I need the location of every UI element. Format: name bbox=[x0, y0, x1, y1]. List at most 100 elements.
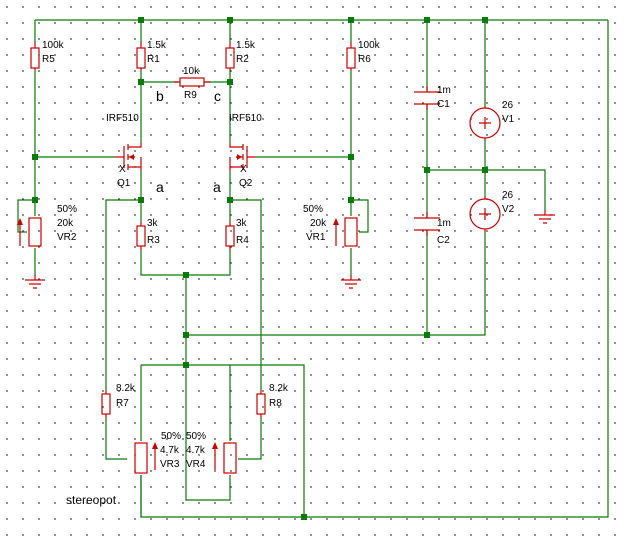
node-label-b: b bbox=[156, 88, 164, 104]
node bbox=[183, 272, 189, 278]
r6-name: R6 bbox=[358, 54, 371, 65]
resistor-r8 bbox=[256, 393, 266, 415]
v1-value: 26 bbox=[502, 100, 514, 111]
r4-value: 3k bbox=[236, 218, 248, 229]
r8-value: 8.2k bbox=[269, 383, 289, 394]
r3-value: 3k bbox=[147, 218, 159, 229]
r9-value: 10k bbox=[183, 66, 200, 77]
resistor-r5 bbox=[30, 47, 40, 69]
node bbox=[424, 332, 430, 338]
vr3-percent: 50% bbox=[161, 431, 181, 442]
node bbox=[138, 197, 144, 203]
potentiometer-vr4 bbox=[223, 442, 237, 474]
wire-q1-source bbox=[140, 171, 231, 276]
node bbox=[348, 17, 354, 23]
r4-name: R4 bbox=[236, 235, 249, 246]
vr2-arrow-icon bbox=[17, 218, 23, 225]
c2-value: 1m bbox=[437, 218, 451, 229]
c1-name: C1 bbox=[437, 99, 450, 110]
r2-name: R2 bbox=[236, 54, 249, 65]
capacitor-c1 bbox=[414, 86, 440, 110]
vr2-percent: 50% bbox=[57, 204, 77, 215]
ground-icon bbox=[341, 275, 361, 289]
wire-caps-column bbox=[426, 20, 546, 335]
r1-value: 1.5k bbox=[147, 40, 167, 51]
v2-value: 26 bbox=[502, 190, 514, 201]
c1-value: 1m bbox=[437, 85, 451, 96]
resistor-r7 bbox=[101, 393, 111, 415]
q2-name: Q2 bbox=[239, 178, 253, 189]
q1-name: Q1 bbox=[117, 178, 131, 189]
vr1-arrow-icon bbox=[333, 218, 339, 225]
v1-name: V1 bbox=[502, 114, 515, 125]
v2-plus-icon bbox=[479, 196, 491, 232]
node bbox=[183, 362, 189, 368]
node bbox=[138, 79, 144, 85]
capacitors bbox=[414, 86, 440, 236]
mosfet-q2 bbox=[229, 143, 256, 171]
c2-name: C2 bbox=[437, 235, 450, 246]
r2-value: 1.5k bbox=[236, 40, 256, 51]
potentiometer-vr3 bbox=[134, 442, 148, 474]
vr3-value: 4.7k bbox=[160, 445, 180, 456]
wires bbox=[17, 19, 609, 518]
node-label-c: c bbox=[214, 88, 221, 104]
r7-name: R7 bbox=[116, 398, 129, 409]
node bbox=[424, 17, 430, 23]
vr4-value: 4.7k bbox=[186, 445, 206, 456]
voltage-sources bbox=[469, 106, 501, 232]
r3-name: R3 bbox=[147, 235, 160, 246]
component-labels: 100k R5 1.5k R1 1.5k R2 100k R6 10k R9 b… bbox=[42, 40, 515, 507]
resistor-r4 bbox=[225, 225, 235, 247]
vr2-name: VR2 bbox=[57, 232, 77, 243]
q1-arrow-icon bbox=[129, 154, 134, 160]
q1-gate bbox=[115, 146, 125, 168]
resistor-leads bbox=[34, 42, 352, 418]
node bbox=[32, 154, 38, 160]
r5-name: R5 bbox=[42, 54, 55, 65]
mosfet-q1 bbox=[115, 143, 142, 171]
resistor-r3 bbox=[136, 225, 146, 247]
vr4-arrow-icon bbox=[212, 442, 218, 449]
r8-name: R8 bbox=[269, 398, 282, 409]
node bbox=[348, 154, 354, 160]
vr3-arrow-icon bbox=[152, 442, 158, 449]
resistor-r1 bbox=[136, 47, 146, 69]
resistors bbox=[30, 42, 356, 418]
q2-arrow-icon bbox=[237, 154, 242, 160]
q1-type: IRF510 bbox=[106, 113, 139, 124]
q2-type: IRF510 bbox=[229, 113, 262, 124]
v2-name: V2 bbox=[502, 204, 515, 215]
vr1-name: VR1 bbox=[306, 232, 326, 243]
vr4-name: VR4 bbox=[186, 459, 206, 470]
wire-vr4-right bbox=[230, 364, 305, 517]
node-label-a-right: a bbox=[213, 179, 221, 195]
wire-r7 bbox=[105, 199, 141, 460]
q2-mark: X bbox=[240, 164, 247, 175]
vr1-value: 20k bbox=[310, 218, 327, 229]
node bbox=[227, 79, 233, 85]
r7-value: 8.2k bbox=[116, 383, 136, 394]
capacitor-c2 bbox=[414, 212, 440, 236]
wire-r8 bbox=[230, 199, 262, 460]
node-label-a-left: a bbox=[156, 179, 164, 195]
resistor-r2 bbox=[225, 47, 235, 69]
r9-name: R9 bbox=[184, 90, 197, 101]
ground-icon bbox=[25, 275, 45, 289]
node bbox=[227, 17, 233, 23]
resistor-r9 bbox=[179, 77, 205, 87]
node bbox=[482, 17, 488, 23]
r1-name: R1 bbox=[147, 54, 160, 65]
node bbox=[482, 167, 488, 173]
vr1-percent: 50% bbox=[303, 204, 323, 215]
wire-center-tail bbox=[185, 275, 427, 365]
wire-vr1 bbox=[350, 199, 369, 275]
ground-icon bbox=[535, 210, 555, 224]
node bbox=[227, 197, 233, 203]
vr4-percent: 50% bbox=[186, 431, 206, 442]
node bbox=[138, 17, 144, 23]
wire-supply-column bbox=[427, 20, 486, 336]
stereopot-annotation: stereopot bbox=[66, 493, 117, 507]
